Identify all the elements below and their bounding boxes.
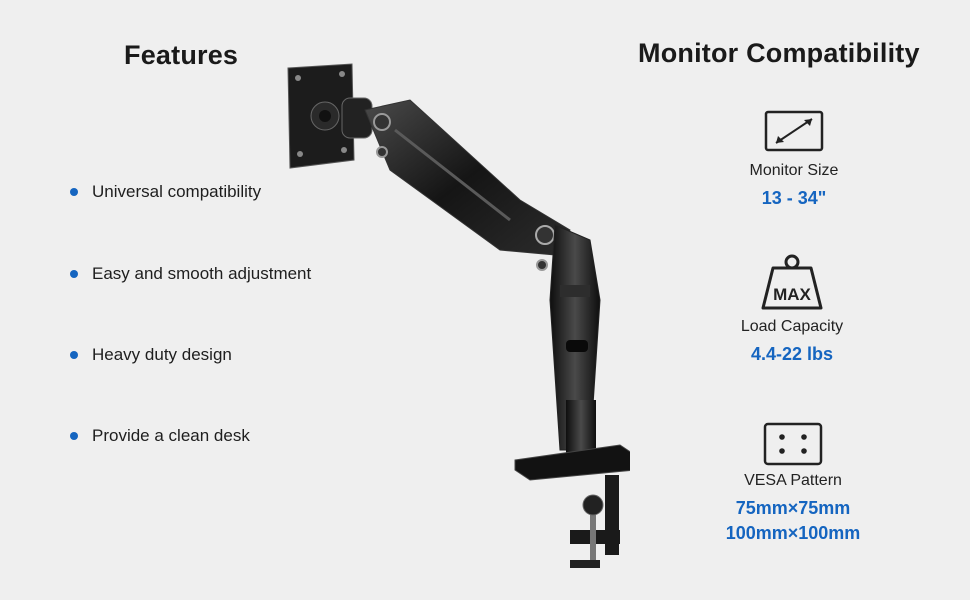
- feature-item: Provide a clean desk: [70, 426, 250, 446]
- bullet-icon: [70, 188, 78, 196]
- features-title: Features: [124, 40, 239, 70]
- bullet-icon: [70, 270, 78, 278]
- spec-label: VESA Pattern: [744, 472, 842, 489]
- feature-list: Universal compatibility Easy and smooth …: [70, 0, 390, 600]
- feature-text: Provide a clean desk: [92, 426, 250, 445]
- max-text: MAX: [773, 285, 811, 304]
- monitor-arm-illustration: [287, 63, 630, 568]
- vesa-value-1: 75mm×75mm: [735, 498, 851, 518]
- bullet-icon: [70, 351, 78, 359]
- vesa-value-2: 100mm×100mm: [725, 523, 861, 543]
- feature-text: Heavy duty design: [92, 345, 232, 364]
- spec-value: 75mm×75mm 100mm×100mm: [693, 496, 893, 546]
- feature-item: Universal compatibility: [70, 182, 261, 202]
- spec-label: Monitor Size: [749, 162, 839, 179]
- feature-item: Easy and smooth adjustment: [70, 264, 311, 284]
- vesa-pattern-icon: [763, 422, 823, 466]
- compatibility-title: Monitor Compatibility: [638, 38, 920, 68]
- spec-value: 13 - 34": [761, 188, 827, 208]
- monitor-size-spec: Monitor Size 13 - 34": [694, 110, 894, 211]
- spec-label: Load Capacity: [740, 318, 844, 335]
- weight-max-icon: MAX: [761, 254, 823, 310]
- feature-item: Heavy duty design: [70, 345, 232, 365]
- feature-text: Universal compatibility: [92, 182, 262, 201]
- spec-value: 4.4-22 lbs: [750, 344, 834, 364]
- load-capacity-spec: MAX Load Capacity 4.4-22 lbs: [692, 254, 892, 367]
- monitor-size-icon: [764, 110, 824, 152]
- feature-text: Easy and smooth adjustment: [92, 264, 312, 283]
- bullet-icon: [70, 432, 78, 440]
- vesa-pattern-spec: VESA Pattern 75mm×75mm 100mm×100mm: [693, 422, 893, 546]
